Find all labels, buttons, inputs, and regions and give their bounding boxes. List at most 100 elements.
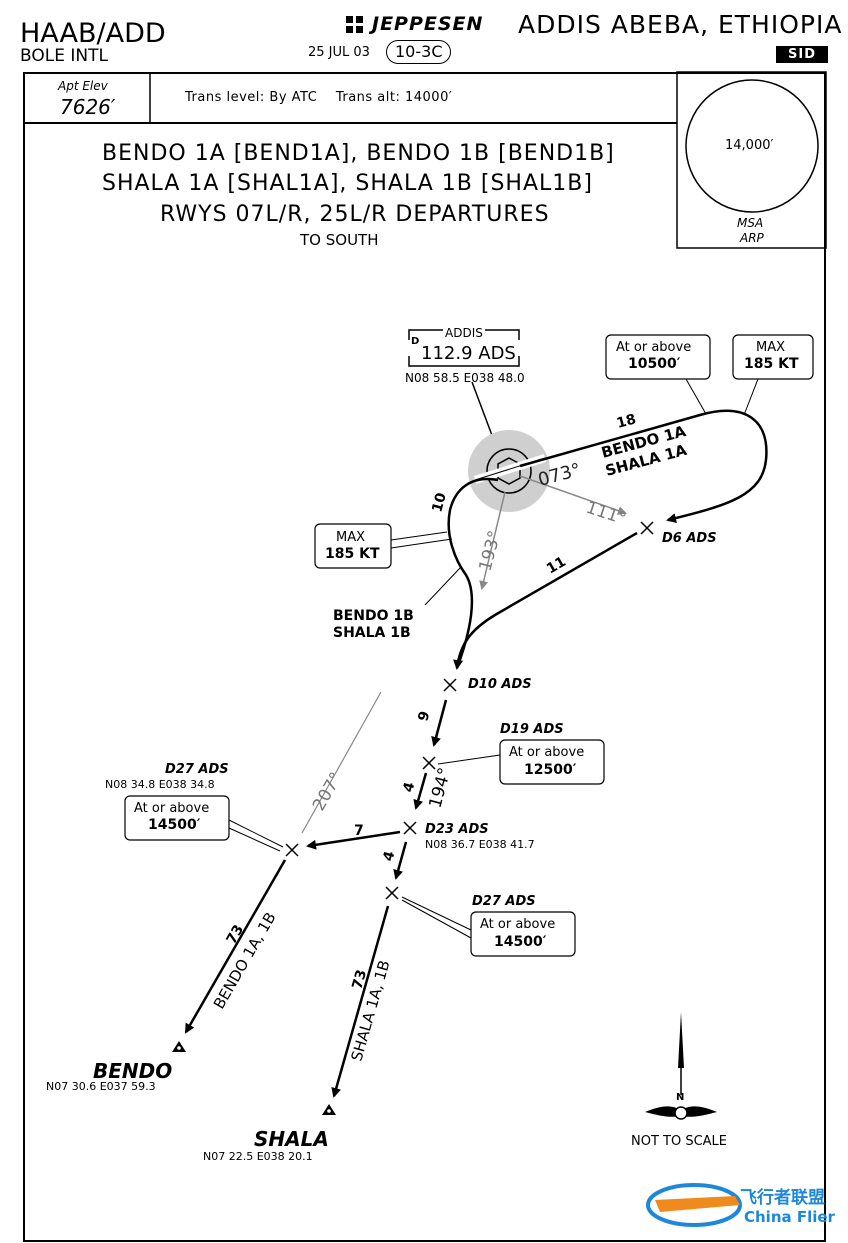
callout-6-line-2: 14500′	[494, 934, 547, 950]
msa-label: MSA	[737, 216, 764, 230]
elevation-label: Apt Elev	[58, 79, 108, 93]
callout-12500-leader	[437, 754, 501, 765]
bearing-193: 193°	[476, 529, 506, 574]
navaid-leader	[471, 381, 494, 439]
bearing-194: 194°	[426, 766, 456, 811]
fix-d27w-icon	[285, 843, 299, 857]
callout-3-line-1: MAX	[336, 530, 366, 545]
vor-rose	[486, 448, 532, 494]
chart-date: 25 JUL 03	[308, 45, 370, 60]
callout-4-line-2: 12500′	[524, 762, 577, 778]
jeppesen-logo-icon	[346, 16, 364, 34]
route-shala	[331, 905, 390, 1098]
bearing-207: 207°	[309, 769, 347, 814]
fix-d19-label: D19 ADS	[500, 722, 564, 737]
elevation-value: 7626′	[60, 95, 116, 119]
fix-d27w-label: D27 ADS	[165, 762, 229, 777]
navaid-frequency: 112.9 ADS	[421, 343, 516, 364]
fix-d10-label: D10 ADS	[468, 677, 532, 692]
route-1b-path	[447, 477, 499, 669]
route-1b-label-1: BENDO 1B	[333, 608, 414, 624]
north-arrow-icon	[678, 1012, 684, 1068]
msa-circle	[685, 79, 819, 213]
watermark-text: 飞行者联盟	[740, 1188, 825, 1208]
route-d6-d10	[453, 531, 638, 670]
dist-4b: 4	[380, 849, 398, 863]
dist-4a: 4	[400, 780, 418, 794]
callout-12500-box	[499, 739, 605, 785]
chart-number: 10-3C	[386, 40, 452, 64]
bearing-111: 111°	[583, 498, 628, 530]
route-d10-d19	[431, 699, 448, 747]
navaid-name: ADDIS	[443, 326, 485, 340]
callout-max-2-leader	[390, 531, 453, 549]
dist-18: 18	[615, 411, 638, 431]
msa-altitude: 14,000′	[725, 138, 774, 153]
callout-10500-leader	[685, 378, 707, 415]
callout-14500-w-box	[124, 795, 230, 841]
bendo-label: BENDO	[93, 1059, 173, 1083]
fix-d27e-icon	[385, 886, 399, 900]
route-1b-label-2: SHALA 1B	[333, 625, 411, 641]
radial-207	[301, 691, 382, 834]
transition-info: Trans level: By ATC Trans alt: 14000′	[185, 90, 453, 105]
chart-frame	[23, 72, 826, 1242]
chart-type-badge: SID	[776, 46, 828, 63]
callout-6-line-1: At or above	[480, 917, 556, 932]
callout-10500-box	[605, 334, 711, 380]
callout-14500-w-leader	[228, 819, 284, 852]
msa-box	[676, 71, 827, 249]
callout-max-1-box	[732, 334, 814, 380]
fix-d23-coords: N08 36.7 E038 41.7	[425, 838, 535, 851]
title-line-4: TO SOUTH	[300, 231, 379, 249]
fix-d23-icon	[403, 821, 417, 835]
callout-2-line-2: 185 KT	[744, 356, 799, 372]
callout-4-line-1: At or above	[509, 745, 585, 760]
callout-5-line-1: At or above	[134, 801, 210, 816]
callout-1-line-1: At or above	[616, 340, 692, 355]
bendo-coords: N07 30.6 E037 59.3	[46, 1080, 156, 1093]
callout-3-line-2: 185 KT	[325, 546, 380, 562]
fix-d10-icon	[443, 678, 457, 692]
title-line-1: BENDO 1A [BEND1A], BENDO 1B [BEND1B]	[102, 141, 615, 166]
dist-10: 10	[429, 491, 450, 514]
watermark-logo-icon	[646, 1183, 742, 1227]
radial-193	[479, 491, 506, 590]
route-bendo-label: BENDO 1A, 1B	[210, 909, 280, 1012]
fix-d19-icon	[422, 756, 436, 770]
dist-73b: 73	[349, 968, 370, 991]
fix-d23-label: D23 ADS	[425, 822, 489, 837]
fix-d6-label: D6 ADS	[662, 531, 717, 546]
callout-5-line-2: 14500′	[148, 817, 201, 833]
navaid-coordinates: N08 58.5 E038 48.0	[405, 371, 525, 385]
brand: JEPPESEN	[372, 13, 484, 35]
not-to-scale: NOT TO SCALE	[631, 1134, 728, 1149]
shala-coords: N07 22.5 E038 20.1	[203, 1150, 313, 1163]
label-1b-leader	[424, 567, 461, 606]
title-line-2: SHALA 1A [SHAL1A], SHALA 1B [SHAL1B]	[102, 171, 593, 196]
watermark-subtext: China Flier	[744, 1208, 835, 1226]
callout-14500-e-box	[470, 911, 576, 957]
dist-7: 7	[354, 823, 364, 839]
airport-name: BOLE INTL	[20, 46, 108, 66]
route-d23-d27e	[393, 841, 408, 880]
fix-d27w-coords: N08 34.8 E038 34.8	[105, 778, 215, 791]
airport-id: HAAB/ADD	[20, 18, 166, 49]
location: ADDIS ABEBA, ETHIOPIA	[518, 10, 843, 39]
callout-14500-e-leader	[401, 896, 472, 939]
route-bendo	[184, 859, 287, 1034]
callout-1-line-2: 10500′	[628, 356, 681, 372]
shala-label: SHALA	[254, 1127, 329, 1151]
radial-111	[519, 475, 627, 515]
fix-d6-icon	[640, 521, 654, 535]
callout-2-line-1: MAX	[756, 340, 786, 355]
north-label: N	[676, 1092, 685, 1103]
fix-d27e-label: D27 ADS	[472, 894, 536, 909]
callout-max-2-box	[314, 523, 392, 569]
title-line-3: RWYS 07L/R, 25L/R DEPARTURES	[160, 202, 550, 227]
dist-9: 9	[415, 709, 433, 723]
route-1a-path	[519, 409, 768, 523]
callout-max-1-leader	[743, 378, 759, 416]
route-d23-d27w	[306, 830, 401, 850]
